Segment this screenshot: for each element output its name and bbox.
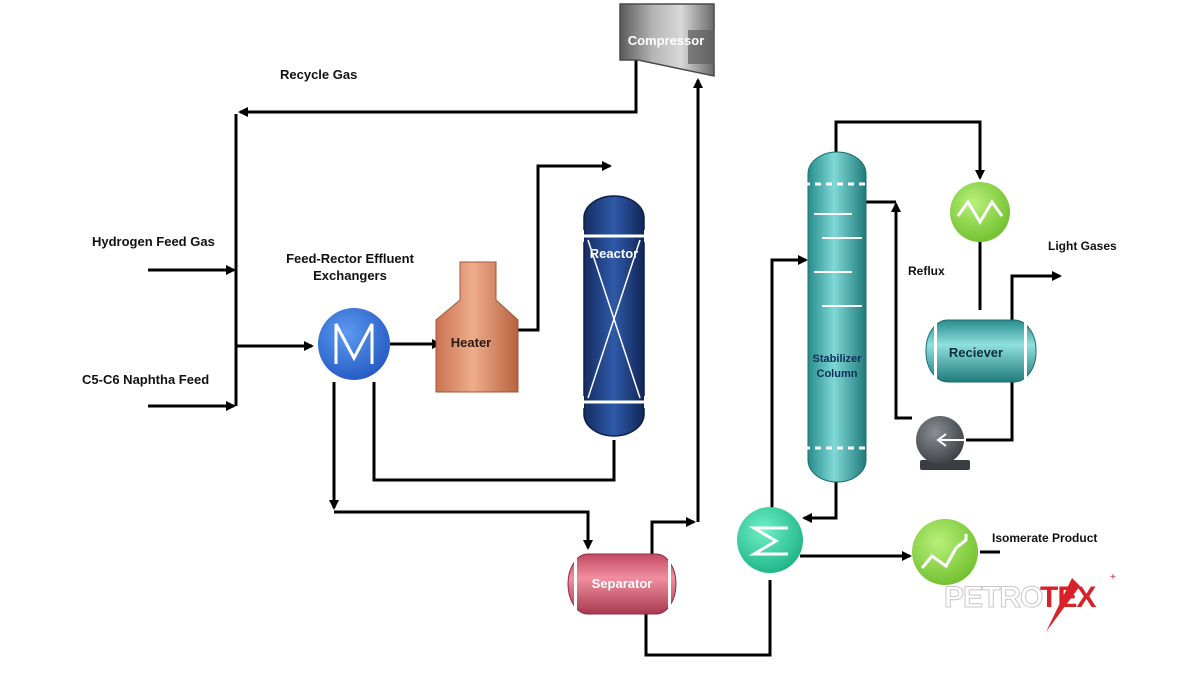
exchangers-label-line2: Exchangers xyxy=(313,268,387,283)
reactor-label: Reactor xyxy=(590,246,638,261)
exchangers-label-line1: Feed-Rector Effluent xyxy=(286,251,415,266)
overhead-condenser xyxy=(950,182,1010,242)
separator-liquid-line xyxy=(644,580,772,657)
reflux-line xyxy=(891,202,912,420)
recycle-gas-label: Recycle Gas xyxy=(280,67,357,82)
exchanger-to-separator-line xyxy=(334,510,593,550)
separator-gas-line xyxy=(650,517,696,555)
feed-effluent-exchanger xyxy=(318,308,390,380)
petrotex-logo: PETRO TEX + xyxy=(944,572,1116,632)
separator-label: Separator xyxy=(592,576,653,591)
recycle-gas-line xyxy=(238,58,638,117)
overhead-line xyxy=(834,120,985,180)
labels: Recycle Gas Hydrogen Feed Gas C5-C6 Naph… xyxy=(82,67,1117,545)
piping xyxy=(148,58,1062,657)
heater-label: Heater xyxy=(451,335,491,350)
stabilizer-bottoms-line xyxy=(802,480,838,523)
receiver-label: Reciever xyxy=(949,345,1003,360)
receiver: Reciever xyxy=(925,318,1037,384)
logo-text-petro: PETRO xyxy=(944,581,1043,614)
product-cooler xyxy=(912,519,978,585)
isomerate-product-label: Isomerate Product xyxy=(992,531,1097,545)
reactor: Reactor xyxy=(578,195,650,437)
hydrogen-feed-label: Hydrogen Feed Gas xyxy=(92,234,215,249)
feed-to-stabilizer-line xyxy=(770,255,808,512)
reactor-effluent-line xyxy=(372,382,616,482)
heater: Heater xyxy=(435,261,519,393)
stabilizer-label-line2: Column xyxy=(817,368,858,380)
column-exchanger xyxy=(737,507,803,573)
light-gases-line xyxy=(1010,271,1062,322)
reflux-label: Reflux xyxy=(908,264,945,278)
logo-slash-icon xyxy=(1046,578,1080,632)
stabilizer-label-line1: Stabilizer xyxy=(813,353,863,365)
compressor: Compressor xyxy=(619,3,715,77)
naphtha-feed-label: C5-C6 Naphtha Feed xyxy=(82,372,209,387)
stabilizer-column: Stabilizer Column xyxy=(804,151,870,483)
logo-plus-icon: + xyxy=(1110,572,1116,583)
light-gases-label: Light Gases xyxy=(1048,239,1117,253)
receiver-to-pump-line xyxy=(966,380,1014,442)
separator: Separator xyxy=(567,552,677,616)
reflux-pump xyxy=(916,416,970,470)
compressor-label: Compressor xyxy=(628,33,705,48)
heater-to-reactor-line xyxy=(518,161,612,332)
